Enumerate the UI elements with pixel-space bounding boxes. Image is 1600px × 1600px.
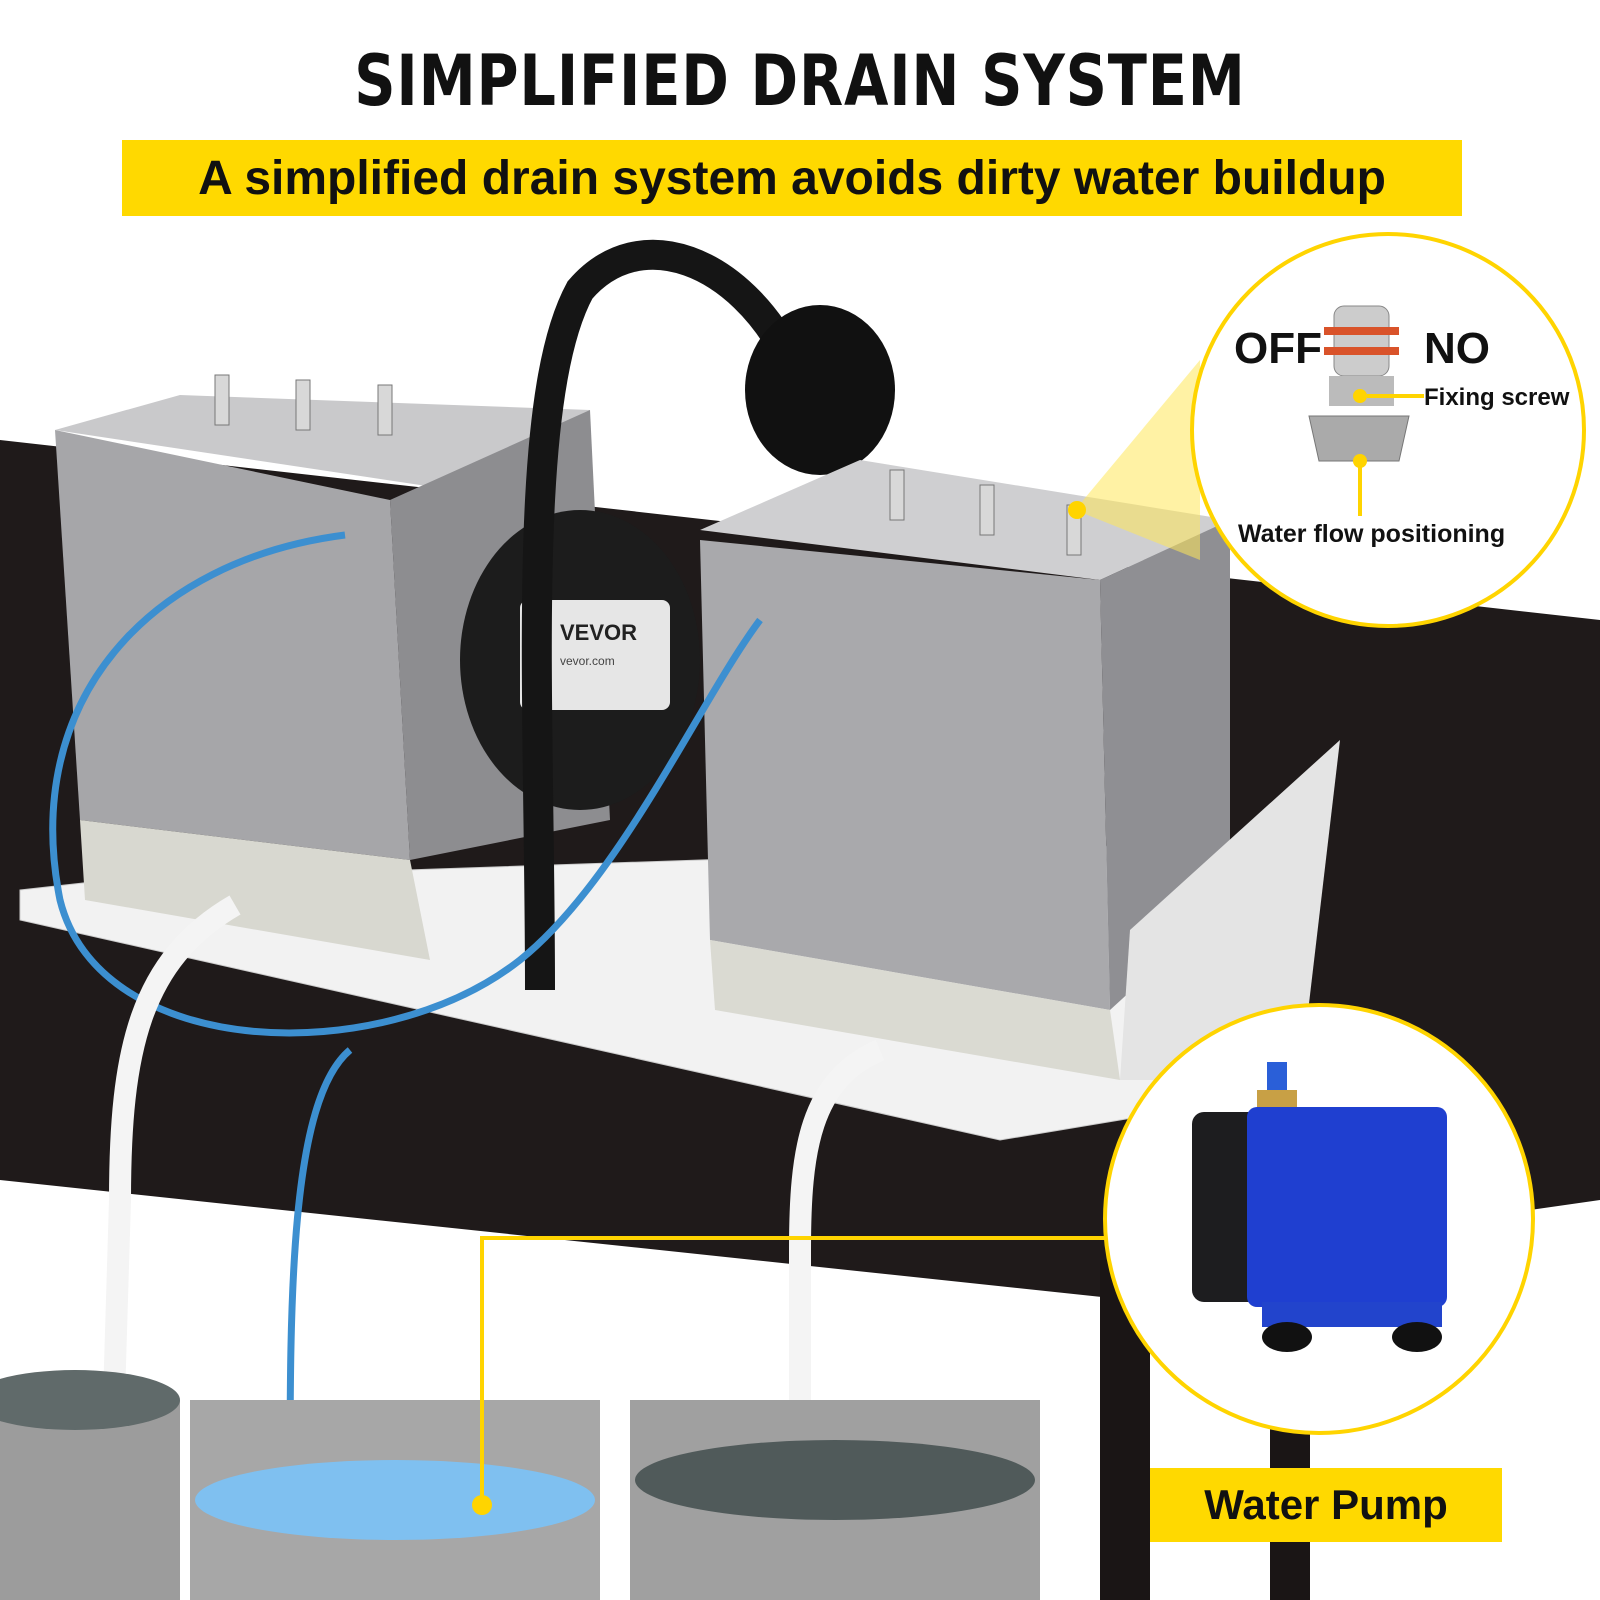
right-housing-front xyxy=(700,540,1110,1010)
splash-guard xyxy=(1120,740,1340,1080)
pump-callout-circle xyxy=(1103,1003,1535,1435)
motor-logo-url: vevor.com xyxy=(560,654,615,668)
water-pump-label: Water Pump xyxy=(1150,1468,1502,1542)
lamp-head xyxy=(745,305,895,475)
pump-callout-line xyxy=(480,1236,1105,1505)
valve-knob xyxy=(377,384,393,436)
left-tray xyxy=(80,820,430,960)
off-label: OFF xyxy=(1234,324,1322,373)
bucket xyxy=(0,1400,180,1600)
on-label: NO xyxy=(1424,324,1490,373)
callout-beam xyxy=(1075,360,1200,560)
page-title: SIMPLIFIED DRAIN SYSTEM xyxy=(354,40,1246,122)
right-tray xyxy=(710,940,1120,1080)
subtitle-banner: A simplified drain system avoids dirty w… xyxy=(122,140,1462,216)
bucket-water xyxy=(195,1460,595,1540)
drain-hose xyxy=(789,1039,885,1550)
valve-knob xyxy=(214,374,230,426)
motor-label xyxy=(520,600,670,710)
valve-knob xyxy=(295,379,311,431)
left-housing-front xyxy=(55,430,410,860)
valve-knob xyxy=(979,484,995,536)
drain-hose xyxy=(99,895,241,1531)
valve-knob xyxy=(889,469,905,521)
water-line xyxy=(49,531,763,1037)
valve-callout-circle: OFF NO Fixing screw Water flow positioni… xyxy=(1190,232,1586,628)
lamp-hose xyxy=(521,239,804,991)
water-flow-callout-line xyxy=(1358,461,1362,516)
water-flow-label: Water flow positioning xyxy=(1238,520,1506,548)
fixing-screw-label: Fixing screw xyxy=(1424,384,1570,411)
motor-logo-text: VEVOR xyxy=(560,620,637,645)
right-housing-top xyxy=(700,460,1230,580)
water-pump-icon xyxy=(1192,1062,1447,1352)
